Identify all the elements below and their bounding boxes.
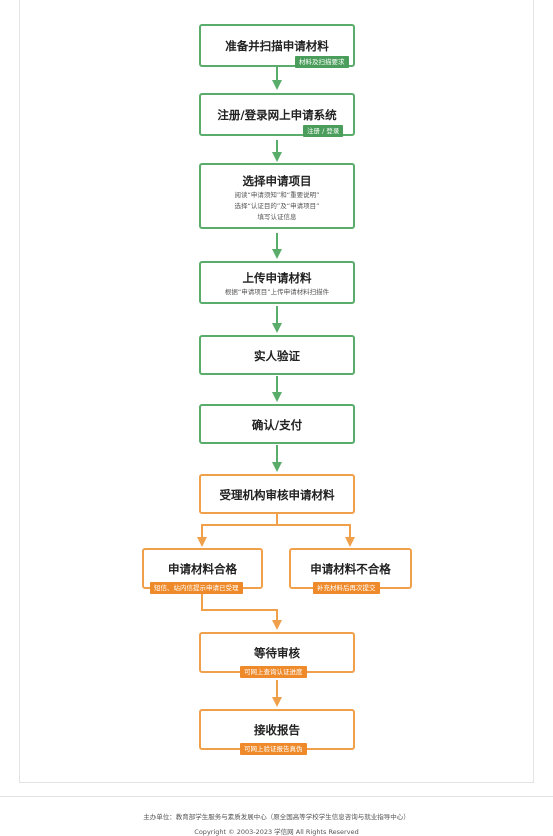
footer-divider bbox=[0, 796, 553, 797]
step-title: 准备并扫描申请材料 bbox=[225, 39, 329, 53]
step-title: 受理机构审核申请材料 bbox=[219, 488, 335, 502]
step-select-project: 选择申请项目 阅读“申请须知”和“重要说明” 选择“认证目的”及“申请项目” 填… bbox=[199, 163, 355, 229]
arrow-split-right bbox=[277, 524, 355, 547]
register-login-link[interactable]: 注册 / 登录 bbox=[303, 125, 344, 137]
step-title: 注册/登录网上申请系统 bbox=[217, 108, 337, 122]
step-note: 选择“认证目的”及“申请项目” bbox=[234, 202, 320, 210]
step-title: 确认/支付 bbox=[251, 418, 303, 432]
verify-report-link[interactable]: 可网上验证报告真伪 bbox=[240, 743, 307, 755]
query-progress-link[interactable]: 可网上查询认证进度 bbox=[240, 666, 307, 678]
footer-copyright: Copyright © 2003-2023 学信网 All Rights Res… bbox=[194, 828, 359, 836]
step-confirm-pay: 确认/支付 bbox=[199, 404, 355, 444]
accepted-notice-tag: 短信、站内信提示申请已受理 bbox=[150, 582, 243, 594]
step-title: 实人验证 bbox=[254, 349, 300, 363]
flow-arrows bbox=[197, 67, 355, 707]
step-title: 申请材料合格 bbox=[168, 562, 237, 576]
arrow-split bbox=[197, 514, 278, 547]
step-title: 上传申请材料 bbox=[242, 271, 312, 285]
step-title: 选择申请项目 bbox=[242, 174, 312, 188]
step-identity-verification: 实人验证 bbox=[199, 335, 355, 375]
step-title: 申请材料不合格 bbox=[310, 562, 391, 576]
footer-sponsor: 主办单位：教育部学生服务与素质发展中心（原全国高等学校学生信息咨询与就业指导中心… bbox=[143, 813, 410, 821]
step-note: 填写认证信息 bbox=[257, 213, 297, 221]
materials-requirements-link[interactable]: 材料及扫描要求 bbox=[295, 56, 349, 68]
arrow-pass-to-wait bbox=[201, 592, 282, 630]
step-upload-materials: 上传申请材料 根据“申请项目”上传申请材料扫描件 bbox=[199, 261, 355, 304]
step-title: 接收报告 bbox=[254, 723, 300, 737]
step-review-materials: 受理机构审核申请材料 bbox=[199, 474, 355, 514]
step-materials-fail: 申请材料不合格 bbox=[289, 548, 412, 589]
step-note: 根据“申请项目”上传申请材料扫描件 bbox=[224, 288, 330, 296]
resubmit-notice-tag: 补充材料后再次提交 bbox=[313, 582, 380, 594]
step-title: 等待审核 bbox=[254, 646, 300, 660]
step-note: 阅读“申请须知”和“重要说明” bbox=[234, 191, 320, 199]
